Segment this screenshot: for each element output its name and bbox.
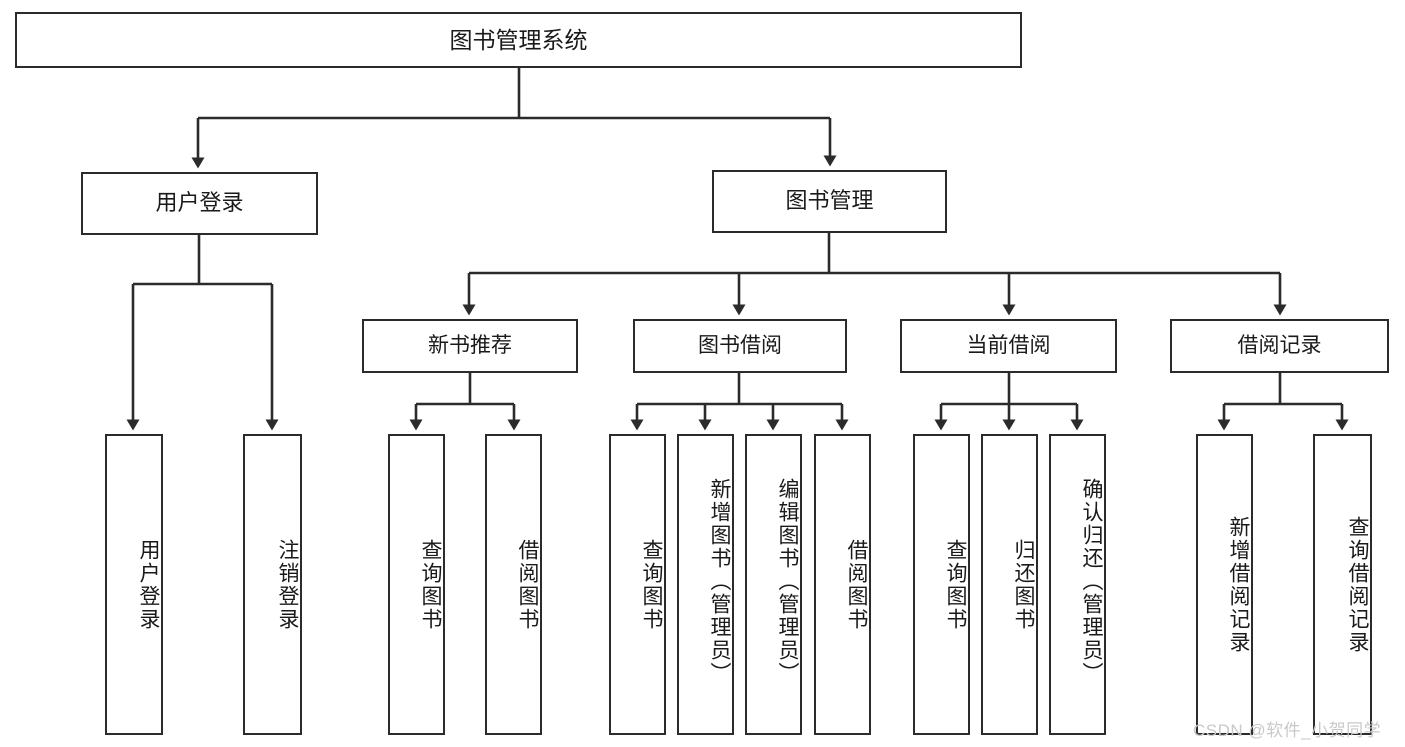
leaf-borrow-add-book-label: 新增图书（管理员） xyxy=(708,478,731,685)
leaf-recommend-borrow-book[interactable]: 借阅图书 xyxy=(485,434,542,735)
node-borrow-record[interactable]: 借阅记录 xyxy=(1170,319,1389,373)
leaf-recommend-query-book-label: 查询图书 xyxy=(419,538,442,631)
leaf-record-query[interactable]: 查询借阅记录 xyxy=(1313,434,1372,735)
leaf-current-confirm-return-label: 确认归还（管理员） xyxy=(1080,478,1103,685)
leaf-record-add-label: 新增借阅记录 xyxy=(1227,515,1250,654)
node-book-borrow-label: 图书借阅 xyxy=(698,334,782,358)
leaf-borrow-borrow-book[interactable]: 借阅图书 xyxy=(814,434,871,735)
node-new-book-recommend-label: 新书推荐 xyxy=(428,334,512,358)
leaf-current-return-book[interactable]: 归还图书 xyxy=(981,434,1038,735)
node-current-borrow[interactable]: 当前借阅 xyxy=(900,319,1117,373)
node-new-book-recommend[interactable]: 新书推荐 xyxy=(362,319,578,373)
leaf-user-login-label: 用户登录 xyxy=(137,538,160,631)
node-root[interactable]: 图书管理系统 xyxy=(15,12,1022,68)
leaf-borrow-edit-book-label: 编辑图书（管理员） xyxy=(776,478,799,685)
leaf-recommend-query-book[interactable]: 查询图书 xyxy=(388,434,445,735)
node-book-borrow[interactable]: 图书借阅 xyxy=(633,319,847,373)
node-user-login-label: 用户登录 xyxy=(155,190,244,216)
leaf-borrow-borrow-book-label: 借阅图书 xyxy=(845,538,868,631)
node-book-management[interactable]: 图书管理 xyxy=(712,170,947,233)
leaf-current-return-book-label: 归还图书 xyxy=(1012,538,1035,631)
leaf-current-query-book[interactable]: 查询图书 xyxy=(913,434,970,735)
leaf-user-logout-label: 注销登录 xyxy=(276,538,299,631)
node-root-label: 图书管理系统 xyxy=(449,26,588,53)
leaf-borrow-query-book[interactable]: 查询图书 xyxy=(609,434,666,735)
leaf-user-logout[interactable]: 注销登录 xyxy=(243,434,302,735)
leaf-borrow-edit-book[interactable]: 编辑图书（管理员） xyxy=(745,434,802,735)
leaf-record-add[interactable]: 新增借阅记录 xyxy=(1196,434,1253,735)
leaf-record-query-label: 查询借阅记录 xyxy=(1346,515,1369,654)
node-borrow-record-label: 借阅记录 xyxy=(1237,334,1322,358)
leaf-user-login[interactable]: 用户登录 xyxy=(105,434,163,735)
leaf-current-query-book-label: 查询图书 xyxy=(944,538,967,631)
node-current-borrow-label: 当前借阅 xyxy=(966,334,1051,358)
leaf-borrow-query-book-label: 查询图书 xyxy=(640,538,663,631)
leaf-borrow-add-book[interactable]: 新增图书（管理员） xyxy=(677,434,734,735)
node-user-login[interactable]: 用户登录 xyxy=(81,172,318,235)
leaf-recommend-borrow-book-label: 借阅图书 xyxy=(516,538,539,631)
watermark-text: CSDN @软件_小贺同学 xyxy=(1193,721,1382,740)
leaf-current-confirm-return[interactable]: 确认归还（管理员） xyxy=(1049,434,1106,735)
node-book-management-label: 图书管理 xyxy=(785,188,874,214)
